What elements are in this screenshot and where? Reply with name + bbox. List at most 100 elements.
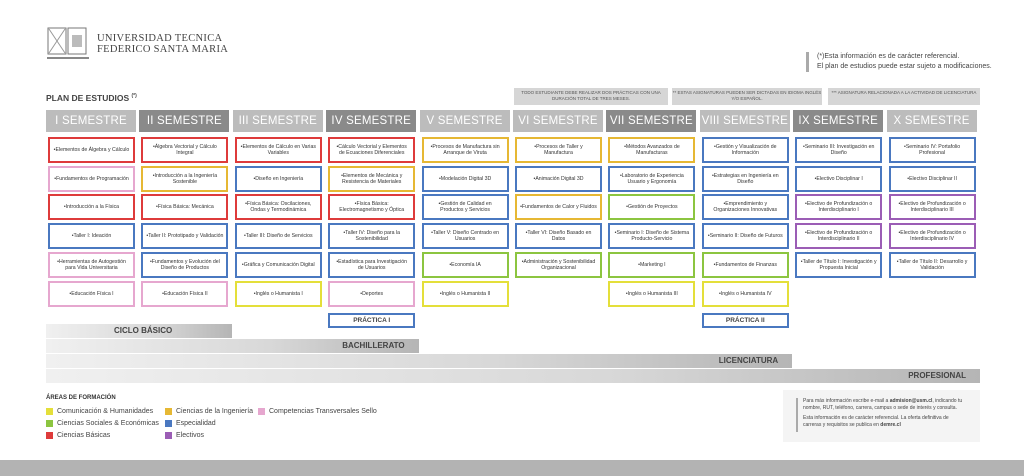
email-link[interactable]: admision@usm.cl: [889, 398, 933, 404]
legend-swatch: [258, 408, 265, 415]
legend-label: Electivos: [176, 432, 205, 439]
course-box: •Física Básica: Mecánica: [141, 194, 229, 220]
course-box: •Educación Física II: [141, 281, 229, 307]
course-box: •Electivo de Profundización o Interdisci…: [888, 223, 976, 249]
info-box: Para más información escribe e-mail a ad…: [783, 390, 980, 442]
semester-header: V SEMESTRE: [419, 110, 510, 132]
semester-header: X SEMESTRE: [886, 110, 977, 132]
course-box: •Electivo Disciplinar II: [888, 166, 976, 192]
legend-item: Especialidad: [165, 420, 216, 427]
course-box: •Emprendimiento y Organizaciones Innovat…: [701, 194, 789, 220]
legend-item: Ciencias de la Ingeniería: [165, 408, 253, 415]
course-box: •Elementos de Cálculo en Varias Variable…: [234, 137, 322, 163]
course-box: •Seminario II: Diseño de Futuros: [701, 223, 789, 249]
practica-box: PRÁCTICA II: [701, 313, 789, 328]
course-box: •Taller I: Ideación: [48, 223, 135, 249]
course-box: •Seminario IV: Portafolio Profesional: [888, 137, 976, 163]
course-box: •Marketing I: [608, 252, 696, 278]
legend-label: Ciencias Sociales & Económicas: [57, 420, 159, 427]
semester-header: IX SEMESTRE: [793, 110, 884, 132]
course-box: •Modelación Digital 3D: [421, 166, 509, 192]
course-box: •Estrategias en Ingeniería en Diseño: [701, 166, 789, 192]
page-title: PLAN DE ESTUDIOS (*): [46, 93, 137, 103]
legend-swatch: [46, 408, 53, 415]
course-box: •Procesos de Manufactura sin Arranque de…: [421, 137, 509, 163]
course-box: •Electivo de Profundización o Interdisci…: [795, 223, 883, 249]
stage-bar: CICLO BÁSICO: [46, 324, 232, 338]
course-box: •Laboratorio de Experiencia Usuario y Er…: [608, 166, 696, 192]
course-box: •Taller III: Diseño de Servicios: [234, 223, 322, 249]
course-box: •Fundamentos y Evolución del Diseño de P…: [141, 252, 229, 278]
legend-swatch: [46, 432, 53, 439]
course-box: •Métodos Avanzados de Manufacturas: [608, 137, 696, 163]
legend-label: Comunicación & Humanidades: [57, 408, 154, 415]
course-box: •Taller de Título II: Desarrollo y Valid…: [888, 252, 976, 278]
stage-bar: BACHILLERATO: [46, 339, 419, 353]
stage-bar: PROFESIONAL: [46, 369, 980, 383]
note-idioma: ** ESTAS ASIGNATURAS PUEDEN SER DICTADAS…: [672, 88, 822, 105]
areas-title: ÁREAS DE FORMACIÓN: [46, 395, 116, 401]
legend-item: Ciencias Sociales & Económicas: [46, 420, 159, 427]
course-box: •Herramientas de Autogestión para Vida U…: [48, 252, 135, 278]
practica-box: PRÁCTICA I: [328, 313, 416, 328]
course-box: •Gestión de Calidad en Productos y Servi…: [421, 194, 509, 220]
semester-header: I SEMESTRE: [46, 110, 136, 132]
legend-label: Ciencias Básicas: [57, 432, 111, 439]
course-box: •Taller de Título I: Investigación y Pro…: [795, 252, 883, 278]
legend-swatch: [165, 432, 172, 439]
course-box: •Taller VI: Diseño Basado en Datos: [515, 223, 602, 249]
stage-label: LICENCIATURA: [718, 356, 779, 365]
course-box: •Electivo Disciplinar I: [795, 166, 883, 192]
note-licenciatura: *** ASIGNATURA RELACIONADA A LA ACTIVIDA…: [828, 88, 980, 105]
course-box: •Fundamentos de Programación: [48, 166, 135, 192]
course-box: •Introducción a la Física: [48, 194, 135, 220]
course-box: •Física Básica: Oscilaciones, Ondas y Te…: [234, 194, 322, 220]
stage-label: CICLO BÁSICO: [114, 326, 173, 335]
course-box: •Gráfica y Comunicación Digital: [234, 252, 322, 278]
legend-swatch: [46, 420, 53, 427]
legend-swatch: [165, 408, 172, 415]
course-box: •Fundamentos de Calor y Fluidos: [515, 194, 602, 220]
course-box: •Estadística para Investigación de Usuar…: [328, 252, 416, 278]
course-box: •Inglés o Humanista III: [608, 281, 696, 307]
university-logo: [47, 27, 89, 59]
course-box: •Álgebra Vectorial y Cálculo Integral: [141, 137, 229, 163]
note-practicas: TODO ESTUDIANTE DEBE REALIZAR DOS PRÁCTI…: [514, 88, 668, 105]
stage-bar: LICENCIATURA: [46, 354, 793, 368]
course-box: •Inglés o Humanista IV: [701, 281, 789, 307]
semester-header: VIII SEMESTRE: [699, 110, 790, 132]
disclaimer-text: Esta información es de carácter referenc…: [803, 415, 949, 428]
course-box: •Animación Digital 3D: [515, 166, 602, 192]
course-box: •Gestión y Visualización de Información: [701, 137, 789, 163]
semester-header: VI SEMESTRE: [513, 110, 603, 132]
course-box: •Introducción a la Ingeniería Sostenible: [141, 166, 229, 192]
course-box: •Deportes: [328, 281, 416, 307]
course-box: •Fundamentos de Finanzas: [701, 252, 789, 278]
course-box: •Elementos de Mecánica y Resistencia de …: [328, 166, 416, 192]
legend-label: Competencias Transversales Sello: [269, 408, 377, 415]
course-box: •Seminario III: Investigación en Diseño: [795, 137, 883, 163]
demre-link[interactable]: demre.cl: [880, 422, 901, 428]
course-box: •Diseño en Ingeniería: [234, 166, 322, 192]
footer-bar: [0, 460, 1024, 476]
course-box: •Elementos de Álgebra y Cálculo: [48, 137, 135, 163]
semester-header: VII SEMESTRE: [606, 110, 697, 132]
course-box: •Cálculo Vectorial y Elementos de Ecuaci…: [328, 137, 416, 163]
reference-note: (*)Esta información es de carácter refer…: [806, 52, 992, 72]
course-box: •Administración y Sostenibilidad Organiz…: [515, 252, 602, 278]
legend-label: Ciencias de la Ingeniería: [176, 408, 254, 415]
course-box: •Electivo de Profundización o Interdisci…: [795, 194, 883, 220]
contact-text: Para más información escribe e-mail a ad…: [803, 398, 963, 411]
course-box: •Gestión de Proyectos: [608, 194, 696, 220]
course-box: •Electivo de Profundización o Interdisci…: [888, 194, 976, 220]
course-box: •Inglés o Humanista I: [234, 281, 322, 307]
course-box: •Inglés o Humanista II: [421, 281, 509, 307]
legend-item: Electivos: [165, 432, 204, 439]
course-box: •Economía IA: [421, 252, 509, 278]
stage-label: PROFESIONAL: [908, 371, 966, 380]
stage-label: BACHILLERATO: [342, 341, 405, 350]
course-box: •Procesos de Taller y Manufactura: [515, 137, 602, 163]
semester-header: II SEMESTRE: [139, 110, 230, 132]
course-box: •Seminario I: Diseño de Sistema Producto…: [608, 223, 696, 249]
